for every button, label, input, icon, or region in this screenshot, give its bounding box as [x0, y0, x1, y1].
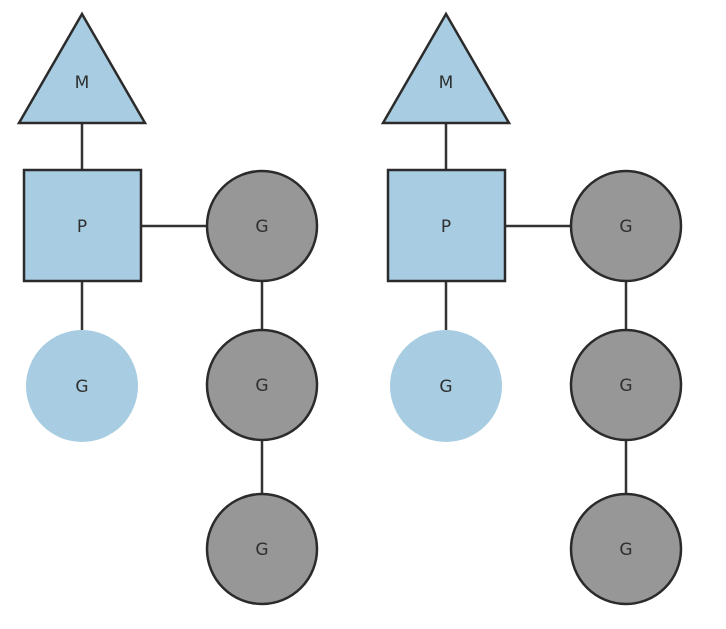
queue-goroutine-label: G	[619, 540, 632, 560]
current-goroutine-label: G	[439, 377, 452, 397]
queue-goroutine-label: G	[255, 540, 268, 560]
queue-goroutine-label: G	[619, 217, 632, 237]
gmp-group-left: M P G G G G	[16, 11, 319, 606]
processor-label: P	[77, 217, 87, 237]
queue-goroutine-circle	[205, 328, 319, 442]
current-goroutine-circle	[26, 330, 138, 442]
processor-square	[386, 168, 507, 283]
current-goroutine-circle	[390, 330, 502, 442]
gmp-group-right: M P G G G G	[380, 11, 683, 606]
processor-square	[22, 168, 143, 283]
queue-goroutine-label: G	[255, 217, 268, 237]
machine-label: M	[439, 73, 454, 93]
queue-goroutine-circle	[569, 328, 683, 442]
queue-goroutine-circle	[205, 492, 319, 606]
queue-goroutine-label: G	[619, 376, 632, 396]
processor-label: P	[441, 217, 451, 237]
queue-goroutine-circle	[569, 169, 683, 283]
machine-label: M	[75, 73, 90, 93]
queue-goroutine-label: G	[255, 376, 268, 396]
machine-triangle	[16, 11, 148, 125]
queue-goroutine-circle	[569, 492, 683, 606]
current-goroutine-label: G	[75, 377, 88, 397]
queue-goroutine-circle	[205, 169, 319, 283]
machine-triangle	[380, 11, 512, 125]
